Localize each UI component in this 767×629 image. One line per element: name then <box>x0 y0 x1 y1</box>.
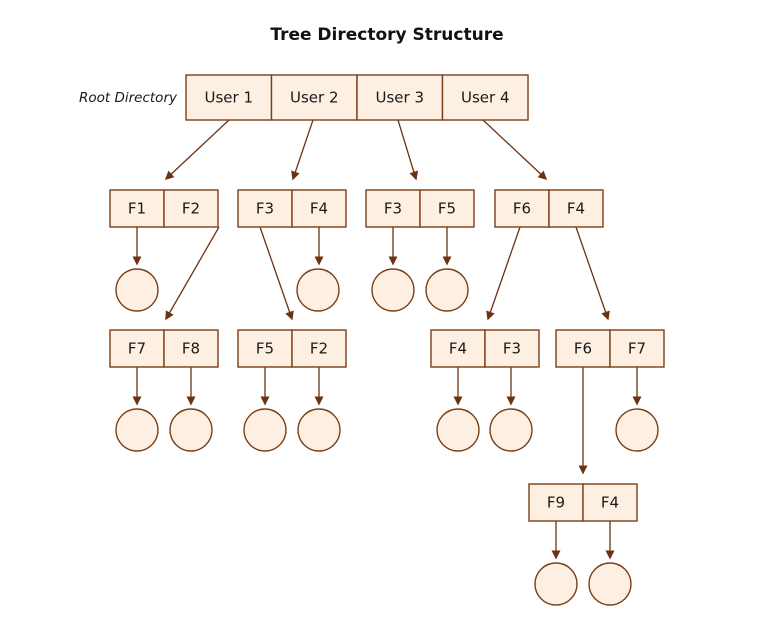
directory-cell-label: User 3 <box>375 89 424 107</box>
directory-cell <box>430 329 486 368</box>
directory-cell-label: F7 <box>128 340 146 358</box>
edge-arrow <box>165 226 220 321</box>
file-node <box>115 268 159 312</box>
directory-d6: F5 F2 <box>237 329 347 368</box>
directory-cell-label: F1 <box>128 200 146 218</box>
directory-cell <box>528 483 584 522</box>
directory-cell <box>555 329 611 368</box>
file-node <box>169 408 213 452</box>
edge-arrow <box>291 119 314 181</box>
directory-d3: F3 F5 <box>365 189 475 228</box>
directory-d8: F6 F7 <box>555 329 665 368</box>
directory-d4: F6 F4 <box>494 189 604 228</box>
directory-cell <box>185 74 273 121</box>
directory-cell-label: F4 <box>601 494 619 512</box>
file-node <box>534 562 578 606</box>
file-node <box>296 268 340 312</box>
directory-d2: F3 F4 <box>237 189 347 228</box>
directory-cell-label: F7 <box>628 340 646 358</box>
directory-cell <box>609 329 665 368</box>
file-node <box>115 408 159 452</box>
directory-cell-label: F5 <box>438 200 456 218</box>
directory-cell-label: User 4 <box>461 89 510 107</box>
directory-cell <box>237 189 293 228</box>
directory-cell-label: F6 <box>574 340 592 358</box>
directory-d9: F9 F4 <box>528 483 638 522</box>
directory-cell-label: F3 <box>256 200 274 218</box>
directory-cell-label: F6 <box>513 200 531 218</box>
directory-d1: F1 F2 <box>109 189 219 228</box>
directory-cell <box>291 189 347 228</box>
directory-cell <box>582 483 638 522</box>
directory-cell-label: F4 <box>567 200 585 218</box>
directory-cell <box>163 329 219 368</box>
directory-cell <box>356 74 444 121</box>
diagram-title: Tree Directory Structure <box>270 25 503 45</box>
directory-cell-label: User 1 <box>204 89 253 107</box>
edge-arrow <box>164 119 230 181</box>
file-node <box>297 408 341 452</box>
directory-cell <box>548 189 604 228</box>
file-node <box>588 562 632 606</box>
directory-d7: F4 F3 <box>430 329 540 368</box>
directory-cell-label: F4 <box>310 200 328 218</box>
edge-arrow <box>259 226 294 321</box>
directory-cell <box>484 329 540 368</box>
directory-cell-label: F3 <box>503 340 521 358</box>
directory-cell <box>163 189 219 228</box>
file-node <box>489 408 533 452</box>
directory-cell <box>494 189 550 228</box>
file-node <box>425 268 469 312</box>
directory-cell-label: F8 <box>182 340 200 358</box>
directory-root: User 1 User 2 User 3 User 4 <box>185 74 529 121</box>
directory-cell-label: F3 <box>384 200 402 218</box>
directory-cell <box>365 189 421 228</box>
directory-cell-label: F9 <box>547 494 565 512</box>
directory-cell-label: User 2 <box>290 89 339 107</box>
edge-arrow <box>482 119 548 181</box>
directory-cell <box>270 74 358 121</box>
file-node <box>615 408 659 452</box>
directory-cell-label: F2 <box>182 200 200 218</box>
file-node <box>371 268 415 312</box>
directory-cell-label: F5 <box>256 340 274 358</box>
directory-d5: F7 F8 <box>109 329 219 368</box>
directory-cell <box>419 189 475 228</box>
directory-cell-label: F2 <box>310 340 328 358</box>
edge-arrow <box>575 226 610 321</box>
edge-arrow <box>397 119 419 181</box>
directory-cell-label: F4 <box>449 340 467 358</box>
file-node <box>243 408 287 452</box>
directory-cell <box>441 74 529 121</box>
edges <box>132 119 642 560</box>
directory-cell <box>291 329 347 368</box>
root-directory-label: Root Directory <box>79 90 178 106</box>
directory-cell <box>109 329 165 368</box>
file-node <box>436 408 480 452</box>
edge-arrow <box>486 226 521 321</box>
